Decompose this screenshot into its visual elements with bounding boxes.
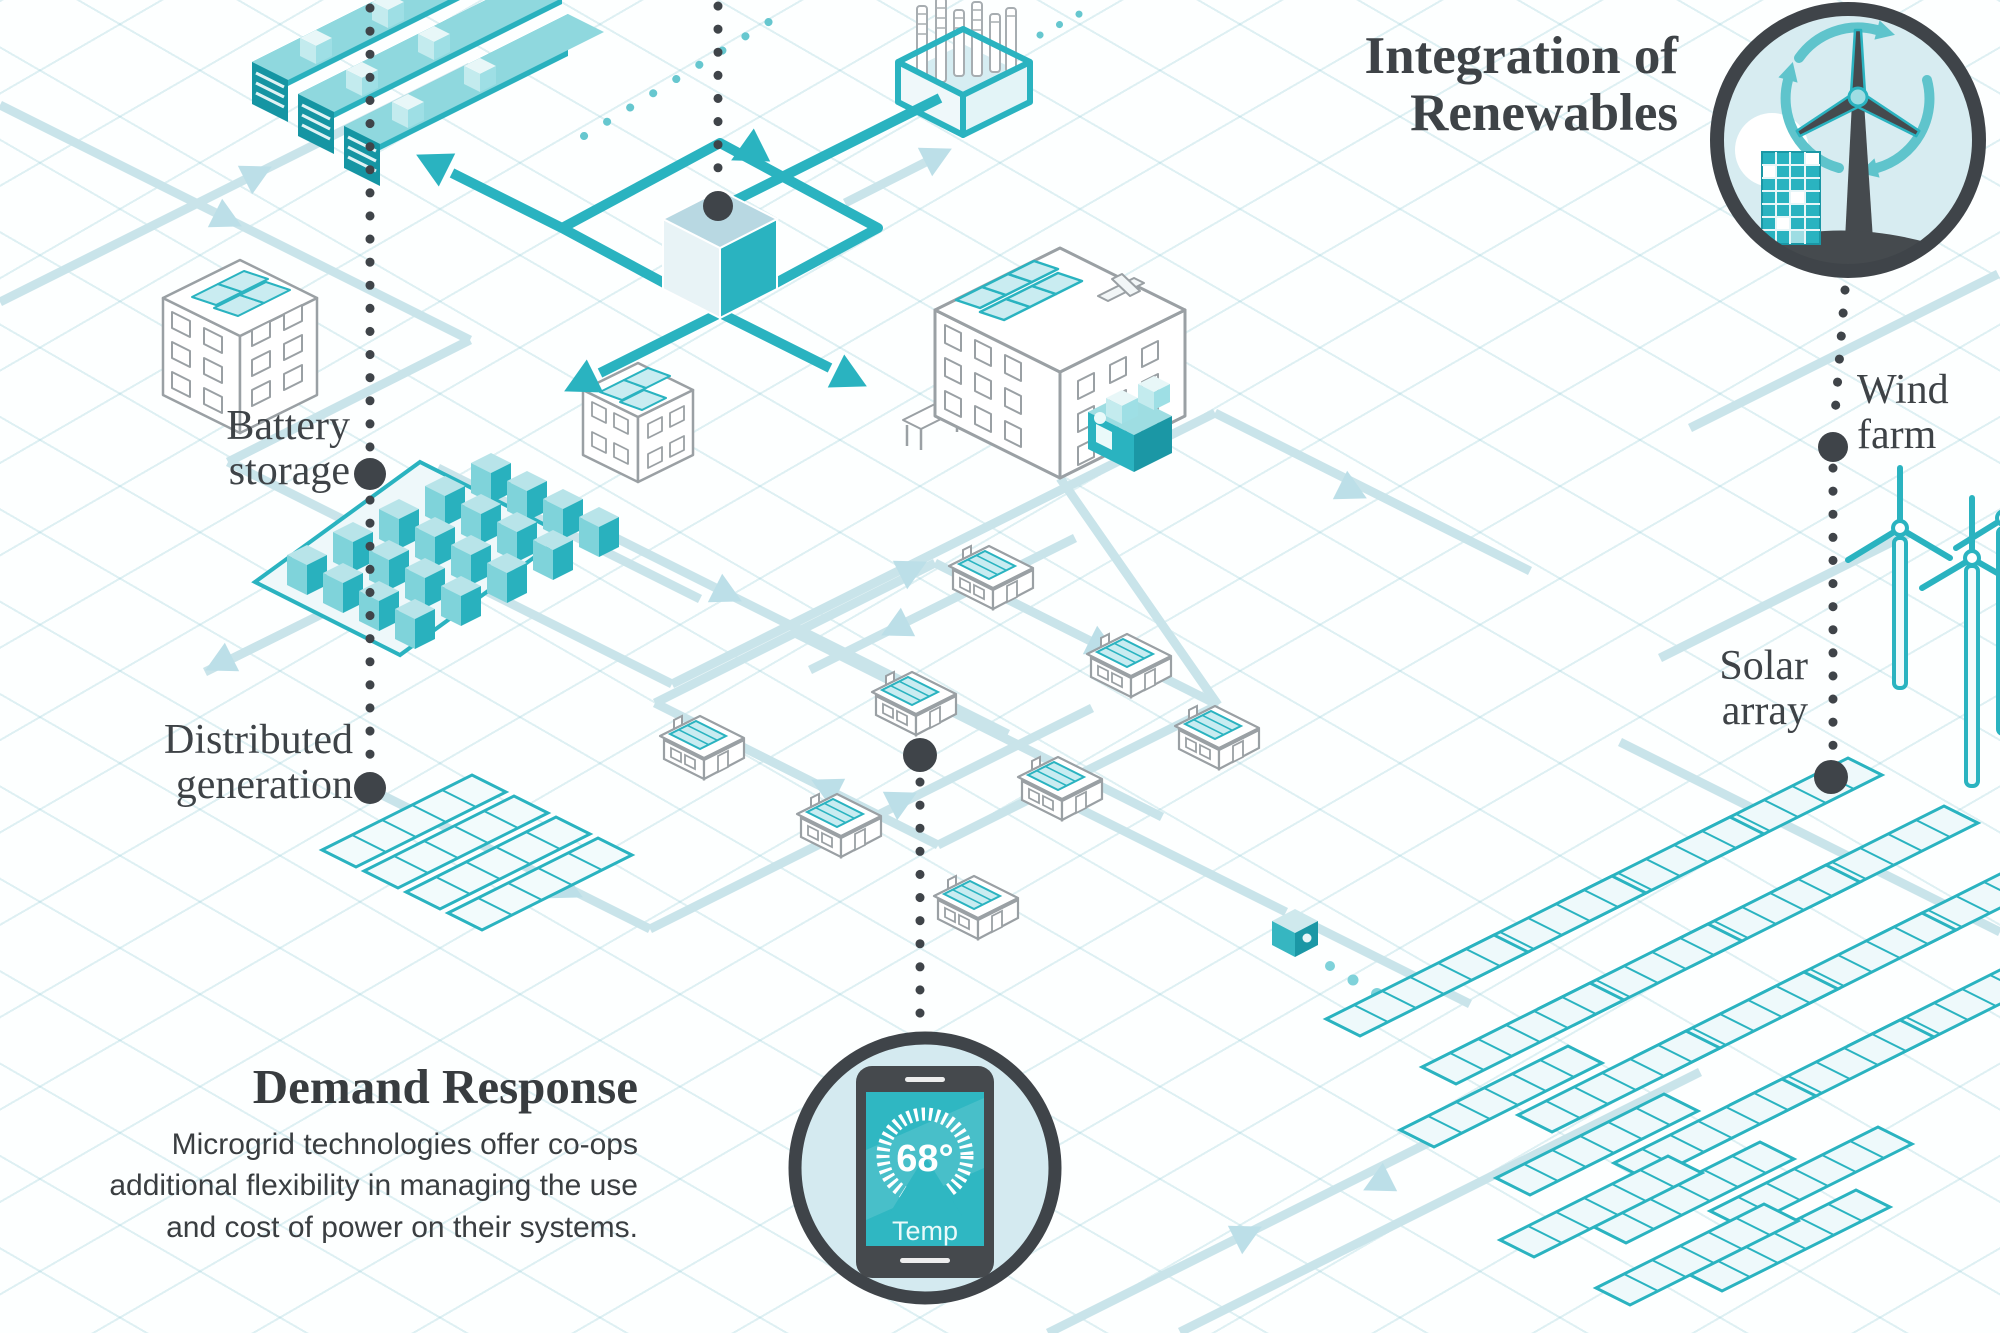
office-building-icon (161, 258, 319, 435)
demand-response-body-line3: and cost of power on their systems. (166, 1210, 638, 1244)
renewables-badge (1710, 2, 1986, 278)
house-icon (932, 874, 1020, 941)
demand-response-body-line1: Microgrid technologies offer co-ops (171, 1128, 638, 1161)
thermostat-value: 68° (896, 1138, 953, 1180)
utility-solar-farm-icon (1272, 756, 2000, 1307)
demand-response-heading: Demand Response (252, 1059, 638, 1114)
page-title: Integration of Renewables (1364, 27, 1678, 143)
wind-farm-label: Wind farm (1857, 367, 1949, 459)
battery-storage-line1: Battery (226, 403, 350, 449)
solar-array-label: Solar array (1719, 643, 1808, 735)
solar-building-icon (1761, 151, 1821, 245)
page-title-line2: Renewables (1410, 84, 1678, 143)
distributed-generation-line1: Distributed (164, 717, 353, 763)
solar-array-line1: Solar (1719, 643, 1808, 689)
smartphone-thermostat-icon: 68° Temp (856, 1066, 994, 1278)
solar-array-node (1814, 760, 1848, 794)
demand-response-body: Microgrid technologies offer co-ops addi… (109, 1124, 638, 1248)
house-icon (658, 714, 746, 781)
battery-storage-label: Battery storage (226, 403, 350, 495)
thermostat-label: Temp (892, 1216, 958, 1246)
page-title-line1: Integration of (1364, 27, 1678, 85)
connector-dotted-lines (365, 1, 1850, 1039)
small-building-icon (581, 361, 695, 484)
wind-farm-node (1818, 432, 1848, 462)
battery-cabinet-farm-icon (251, 453, 619, 658)
distributed-generation-label: Distributed generation (164, 717, 353, 809)
connector-node-dots (354, 191, 1848, 804)
hospital-generator (1088, 376, 1172, 472)
battery-storage-line2: storage (228, 448, 350, 495)
house-icon (947, 544, 1035, 611)
battery-container-rows-icon (252, 0, 604, 186)
wind-turbines-icon (1845, 465, 2000, 788)
battery-storage-node (354, 458, 386, 490)
substation-icon (895, 0, 1100, 138)
distributed-generation-node (354, 772, 386, 804)
distributed-generation-line2: generation (175, 762, 353, 809)
thermostat-badge: 68° Temp (788, 1031, 1062, 1305)
controller-node (703, 191, 733, 221)
hospital-icon (902, 246, 1187, 480)
wind-farm-line1: Wind (1857, 367, 1949, 413)
grid-connection-box-icon (1272, 909, 1383, 1000)
wind-farm-line2: farm (1857, 412, 1937, 459)
solar-array-line2: array (1721, 688, 1808, 735)
demand-response-node (903, 738, 937, 772)
demand-response-body-line2: additional flexibility in managing the u… (109, 1169, 638, 1203)
